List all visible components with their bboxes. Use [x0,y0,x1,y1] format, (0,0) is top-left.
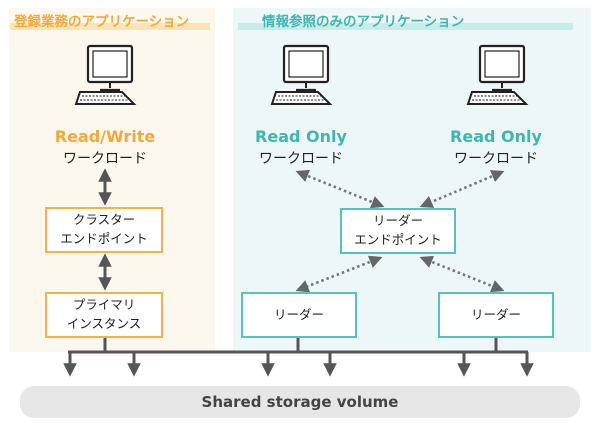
reader2-workload-label: ワークロード [454,151,538,167]
cluster-endpoint-box: クラスターエンドポイント [45,207,163,253]
down-arrow-icon [63,352,534,377]
read-title-highlight [238,23,573,30]
reader2-box: リーダー [438,292,554,338]
reader1-workload-mode: Read Only [255,127,347,146]
desktop-computer-icon [270,44,333,105]
reader1-workload-label: ワークロード [259,151,343,167]
read-app-title: 情報参照のみのアプリケーション [262,14,465,30]
write-title-highlight [10,23,210,30]
reader-endpoint-box: リーダーエンドポイント [340,208,456,254]
write-app-title: 登録業務のアプリケーション [14,14,190,30]
reader1-box: リーダー [241,292,357,338]
cluster-endpoint-line1: クラスター [72,212,136,228]
primary-workload-mode: Read/Write [54,127,156,146]
desktop-computer-icon [74,44,137,105]
reader-endpoint-line2: エンドポイント [354,232,442,247]
desktop-computer-icon [466,44,529,105]
primary-instance-box: プライマリインスタンス [45,292,163,338]
dotted-double-arrow-icon [419,170,505,208]
dotted-double-arrow-icon [295,255,383,293]
primary-instance-line1: プライマリ [72,297,136,313]
primary-workload-label: ワークロード [63,151,147,167]
dotted-double-arrow-icon [295,169,385,209]
dotted-double-arrow-icon [419,255,505,293]
primary-instance-line2: インスタンス [66,316,142,331]
shared-storage-volume: Shared storage volume [20,386,580,418]
reader-endpoint-line1: リーダー [372,213,423,229]
cluster-endpoint-line2: エンドポイント [60,231,148,246]
reader2-workload-mode: Read Only [450,127,542,146]
